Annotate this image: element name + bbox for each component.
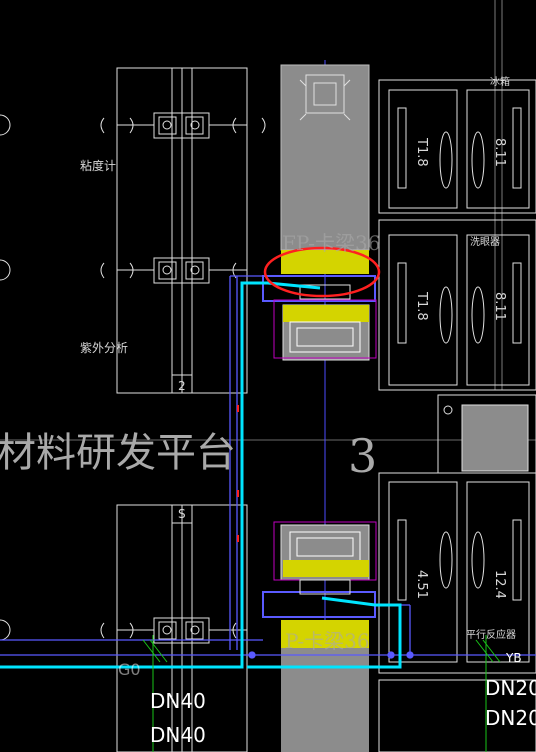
- code-left: G0: [118, 660, 141, 679]
- left-equipment-table-upper: [0, 67, 266, 394]
- fp-bottom-label: P-卡梁36: [285, 629, 370, 653]
- fume-hood-top: [262, 64, 377, 361]
- fume-hood-bottom: [262, 521, 377, 752]
- fp-top-label: FP-卡梁36: [282, 231, 380, 255]
- pipe-dn20-b: DN20: [485, 706, 536, 730]
- cab-left2-label: T1.8: [414, 291, 429, 321]
- num-2: 2: [178, 379, 186, 393]
- pipe-dn40-a: DN40: [150, 689, 206, 713]
- wash-station-label: 洗眼器: [470, 236, 500, 248]
- pipe-dn40-b: DN40: [150, 723, 206, 747]
- viscometer-label: 粘度计: [80, 158, 116, 173]
- cyan-duct: [0, 281, 402, 669]
- cab-right2-label: 8.11: [492, 292, 507, 321]
- cab-left-label: T1.8: [414, 137, 429, 167]
- green-marks: [142, 635, 501, 752]
- highlight-ellipse[interactable]: [263, 246, 381, 298]
- parallel-reactor-label: 平行反应器: [466, 628, 516, 641]
- cab-bottom-right-label: 12.4: [492, 570, 507, 599]
- right-cabinets: [378, 79, 536, 752]
- uv-analysis-label: 紫外分析: [80, 341, 128, 355]
- pipe-dn20-a: DN20: [485, 676, 536, 700]
- num-s: S: [178, 507, 186, 521]
- platform-label: 材料研发平台: [0, 430, 236, 476]
- zone-number: 3: [348, 429, 377, 483]
- cab-bottom-left-label: 4.51: [414, 570, 429, 599]
- blue-pipework: [0, 275, 536, 659]
- fridge-label: 冰箱: [490, 75, 510, 88]
- left-equipment-table-lower: [0, 504, 248, 752]
- cab-right-label: 8.11: [492, 138, 507, 167]
- code-right: YB: [505, 651, 522, 665]
